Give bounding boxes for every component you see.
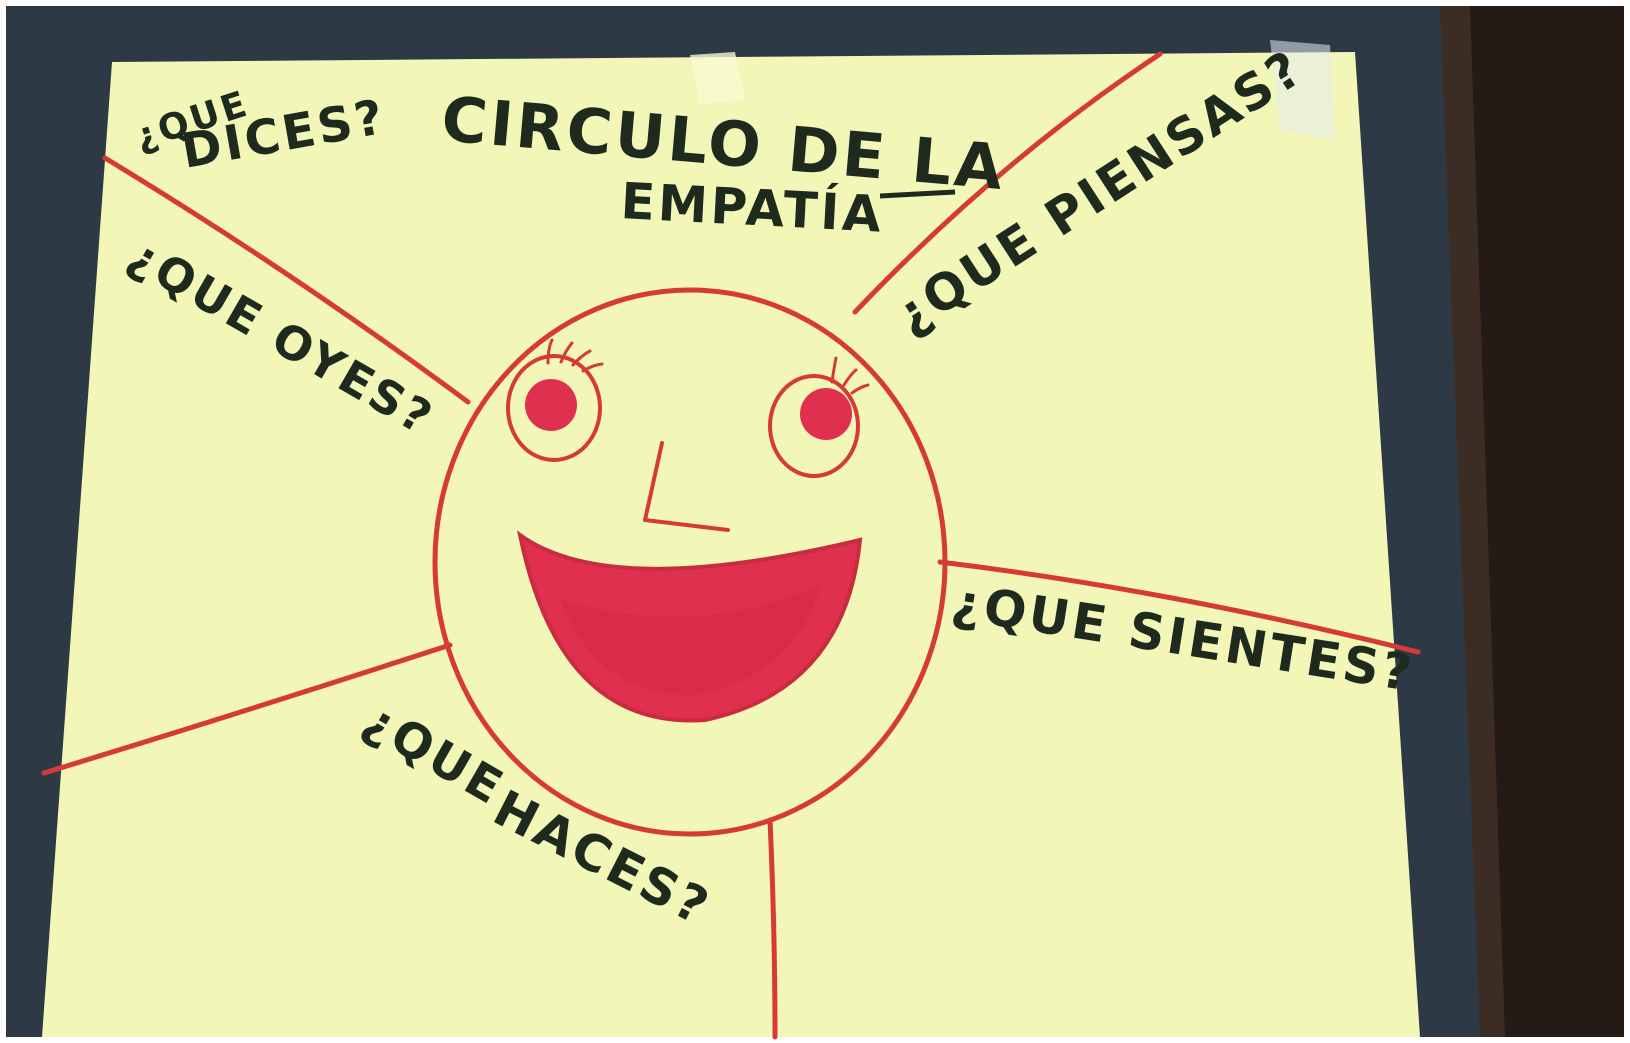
right-eye-pupil — [800, 388, 852, 440]
ray-bottom — [767, 817, 778, 1040]
wooden-frame — [1460, 6, 1624, 1037]
right-eye-outline — [768, 374, 860, 478]
title-line-2: EMPATÍA — [619, 171, 885, 244]
right-eyelashes — [830, 356, 870, 395]
poster-paper — [42, 52, 1420, 1037]
nose — [643, 441, 730, 532]
tape — [1270, 40, 1335, 140]
ray-upper-right — [852, 51, 1163, 315]
ray-lower-left — [41, 642, 453, 776]
mouth-shade — [560, 585, 820, 696]
tape — [690, 52, 745, 104]
left-eye-outline — [506, 354, 602, 462]
face-circle — [432, 287, 948, 837]
smiley-face — [432, 287, 948, 837]
ray-upper-left — [102, 155, 471, 405]
sun-rays — [41, 51, 1421, 1040]
title-underline — [879, 189, 956, 199]
left-eye-pupil — [525, 379, 577, 431]
left-eyelashes — [546, 338, 604, 373]
frame-highlight — [1440, 6, 1505, 1037]
ray-right — [937, 559, 1421, 655]
